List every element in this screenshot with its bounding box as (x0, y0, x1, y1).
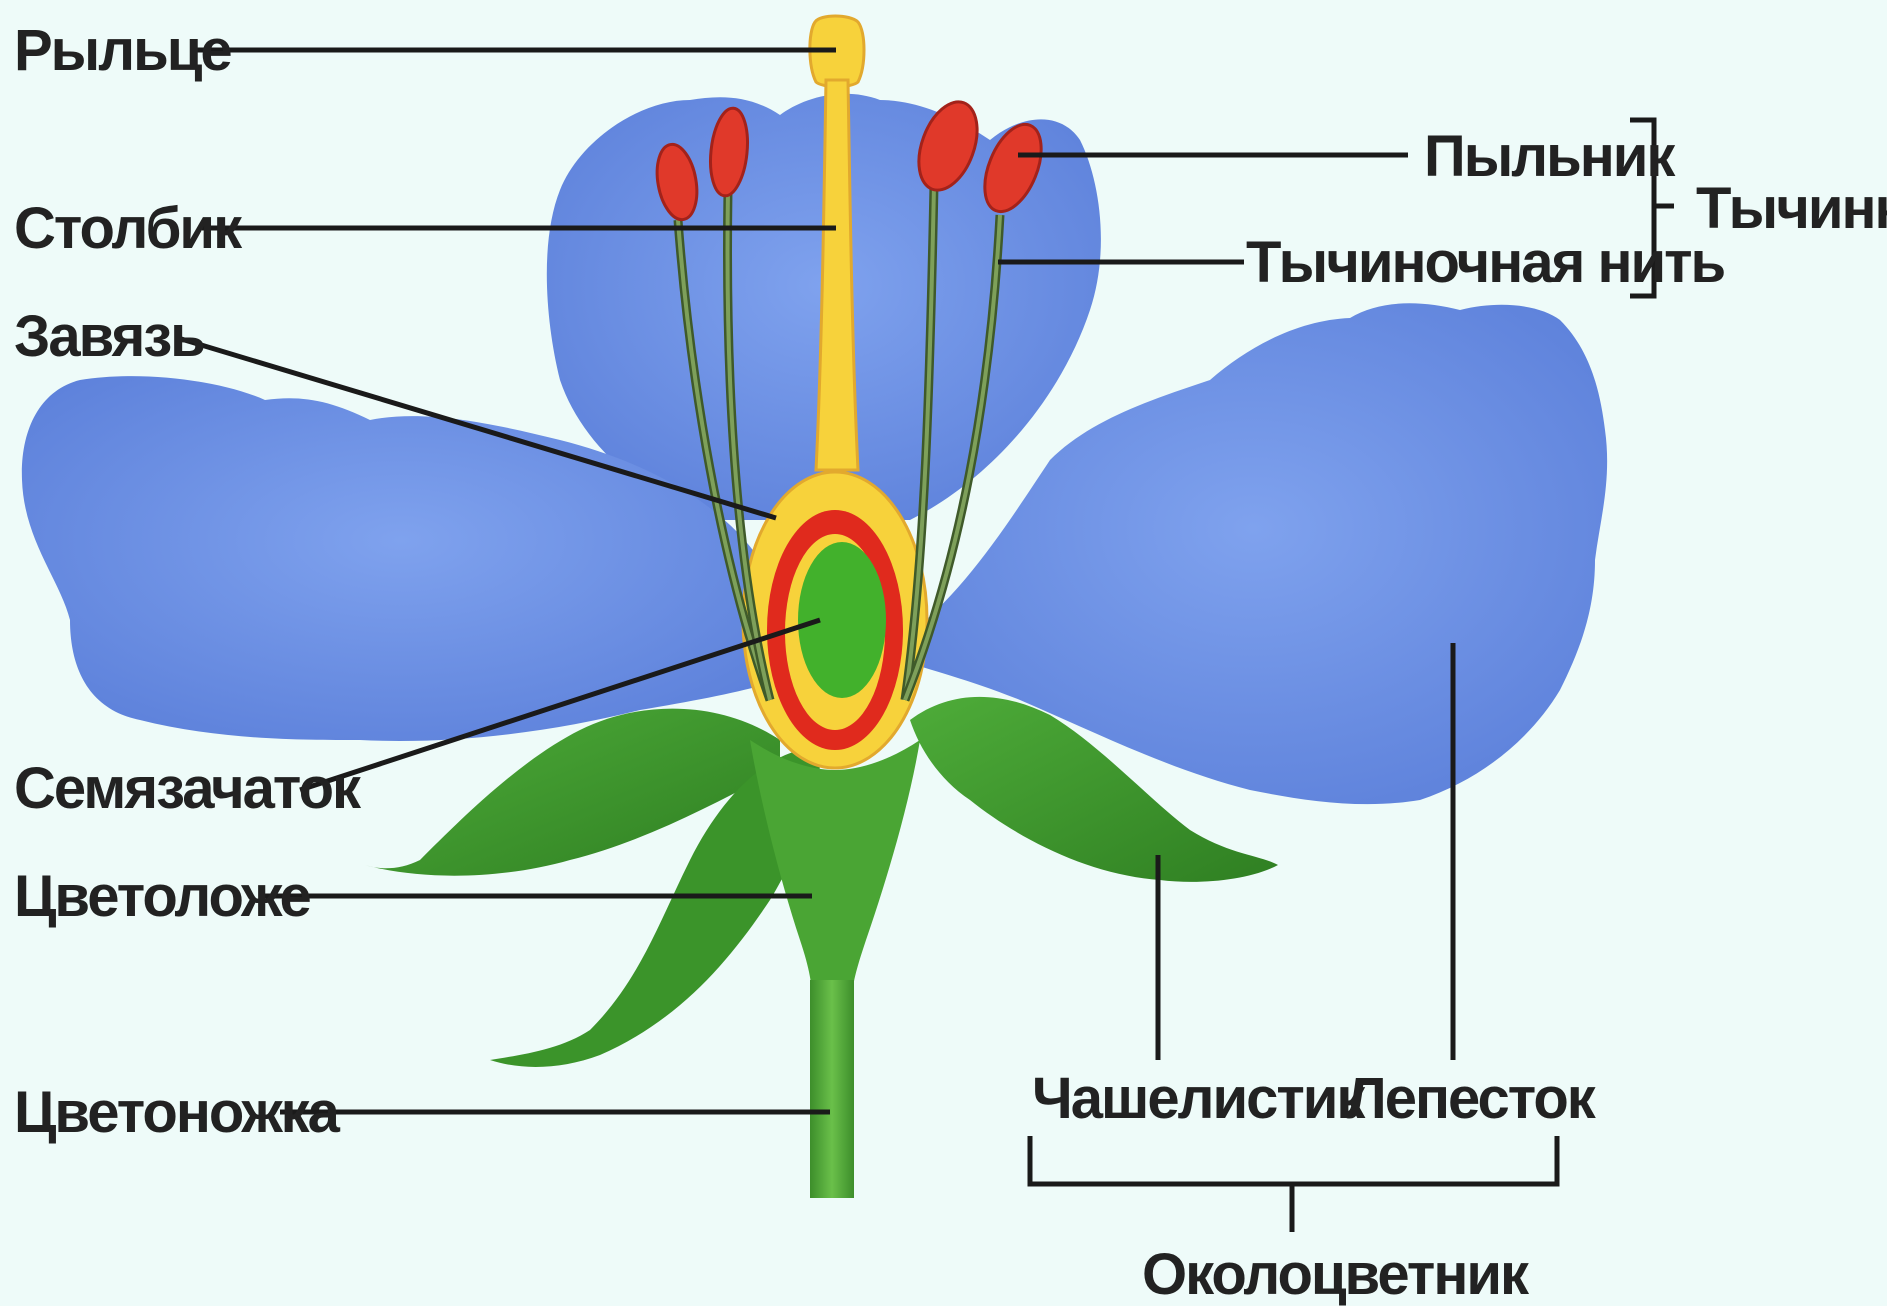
label-ovule: Семязачаток (14, 756, 362, 821)
label-sepal: Чашелистик (1032, 1066, 1366, 1131)
label-stamen: Тычинка (1696, 176, 1887, 241)
label-style: Столбик (14, 196, 243, 261)
label-anther: Пыльник (1424, 124, 1676, 189)
label-petal: Лепесток (1346, 1066, 1597, 1131)
label-ovary: Завязь (14, 304, 204, 369)
label-pedicel: Цветоножка (14, 1080, 341, 1145)
label-receptacle: Цветоложе (14, 864, 310, 929)
label-stigma: Рыльце (14, 18, 231, 83)
label-filament: Тычиночная нить (1246, 230, 1725, 295)
pedicel-shape (810, 980, 854, 1198)
ovule-shape (798, 542, 886, 698)
label-perianth: Околоцветник (1142, 1242, 1530, 1306)
